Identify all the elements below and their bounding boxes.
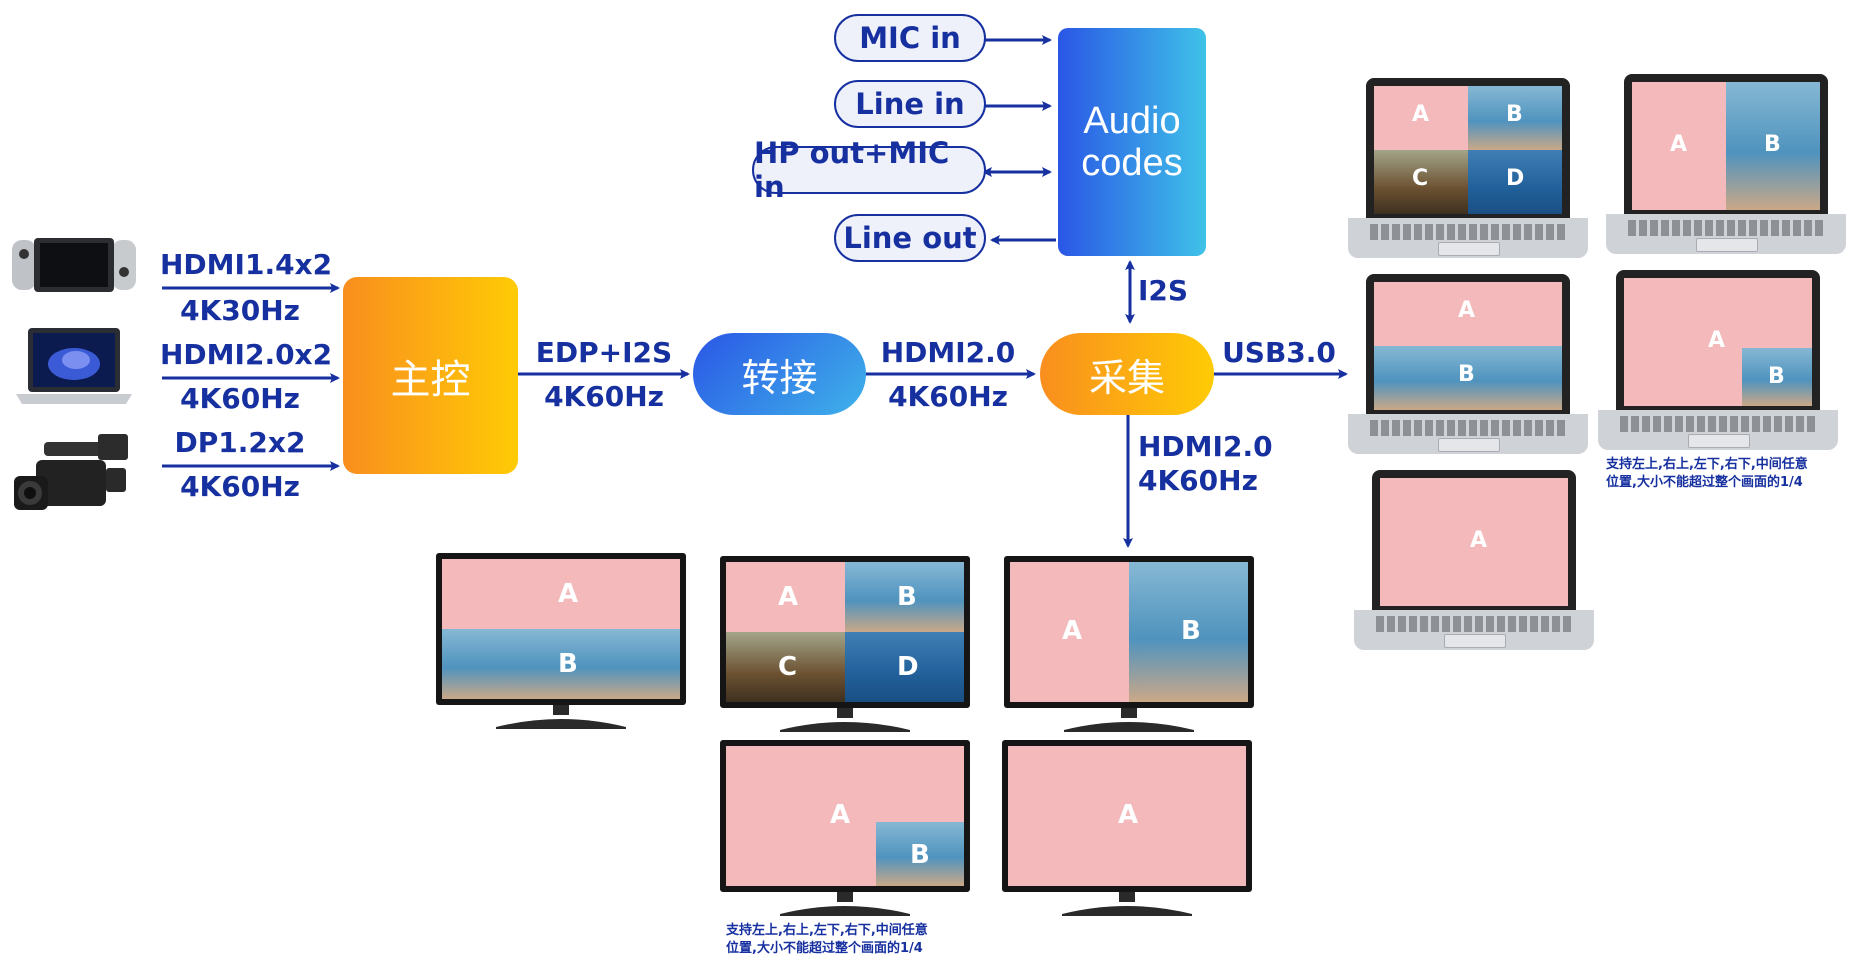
pane-label-d: D bbox=[897, 652, 919, 682]
label-hdmi14-rate: 4K30Hz bbox=[180, 294, 300, 327]
pane-label-c: C bbox=[778, 652, 798, 682]
audio-port-line-in: Line in bbox=[834, 80, 986, 128]
laptop-quad-view: A B C D bbox=[1348, 78, 1588, 260]
pane-label-a: A bbox=[1670, 132, 1688, 157]
block-capture: 采集 bbox=[1040, 333, 1214, 415]
label-hdmi20-rate: 4K60Hz bbox=[180, 382, 300, 415]
pane-label-a: A bbox=[1458, 298, 1476, 323]
note-laptop-line2: 位置,大小不能超过整个画面的1/4 bbox=[1606, 475, 1803, 490]
block-audio-codec: Audio codes bbox=[1058, 28, 1206, 256]
audio-line2: codes bbox=[1081, 142, 1183, 184]
label-dp12-rate: 4K60Hz bbox=[180, 470, 300, 503]
camcorder-icon bbox=[14, 434, 128, 510]
label-edp-rate: 4K60Hz bbox=[544, 380, 664, 413]
pane-label-a: A bbox=[1412, 102, 1430, 127]
monitor-quad-view: A B C D bbox=[720, 556, 970, 734]
label-hdmi-out-type: HDMI2.0 bbox=[1138, 430, 1273, 463]
label-hdmi-bridge-rate: 4K60Hz bbox=[888, 380, 1008, 413]
pane-label-a: A bbox=[830, 800, 851, 830]
audio-port-mic-in: MIC in bbox=[834, 14, 986, 62]
label-i2s: I2S bbox=[1138, 274, 1189, 307]
label-hdmi20-type: HDMI2.0x2 bbox=[160, 338, 333, 371]
pane-label-b: B bbox=[1506, 102, 1523, 127]
monitor-pip: A B bbox=[720, 740, 970, 918]
laptop-icon bbox=[16, 328, 132, 404]
block-bridge: 转接 bbox=[693, 333, 866, 415]
label-hdmi-out-rate: 4K60Hz bbox=[1138, 464, 1258, 497]
audio-port-hp-out: HP out+MIC in bbox=[752, 136, 986, 204]
note-monitor-line1: 支持左上,右上,左下,右下,中间任意 bbox=[726, 923, 928, 938]
pane-label-a: A bbox=[1062, 616, 1083, 646]
monitor-split-top-bottom: A B bbox=[436, 553, 686, 731]
pane-label-b: B bbox=[558, 649, 578, 679]
audio-line1: Audio bbox=[1083, 100, 1181, 142]
pane-label-a: A bbox=[1118, 800, 1139, 830]
label-usb: USB3.0 bbox=[1222, 336, 1336, 369]
pane-label-a: A bbox=[1470, 528, 1488, 553]
pane-label-b: B bbox=[1768, 364, 1785, 389]
monitor-split-left-right: A B bbox=[1004, 556, 1254, 734]
monitor-single: A bbox=[1002, 740, 1252, 918]
label-hdmi14-type: HDMI1.4x2 bbox=[160, 248, 333, 281]
block-capture-label: 采集 bbox=[1088, 357, 1165, 400]
block-bridge-label: 转接 bbox=[741, 357, 818, 400]
note-monitor-line2: 位置,大小不能超过整个画面的1/4 bbox=[726, 941, 923, 956]
block-main-controller: 主控 bbox=[343, 277, 518, 474]
pane-label-a: A bbox=[778, 582, 799, 612]
pane-label-b: B bbox=[1764, 132, 1781, 157]
audio-port-line-out: Line out bbox=[834, 214, 986, 262]
game-console-icon bbox=[12, 238, 136, 292]
pane-label-a: A bbox=[558, 579, 579, 609]
label-dp12-type: DP1.2x2 bbox=[174, 426, 306, 459]
pane-label-c: C bbox=[1412, 166, 1429, 191]
laptop-single: A bbox=[1354, 470, 1594, 652]
pane-label-b: B bbox=[910, 840, 930, 870]
pane-label-b: B bbox=[897, 582, 917, 612]
label-hdmi-bridge-type: HDMI2.0 bbox=[880, 336, 1016, 369]
label-edp-type: EDP+I2S bbox=[535, 336, 673, 369]
pane-label-b: B bbox=[1458, 362, 1475, 387]
note-laptop-line1: 支持左上,右上,左下,右下,中间任意 bbox=[1606, 457, 1808, 472]
block-main-label: 主控 bbox=[390, 357, 471, 402]
laptop-split-left-right: A B bbox=[1606, 74, 1846, 256]
laptop-split-top-bottom: A B bbox=[1348, 274, 1588, 456]
pane-label-a: A bbox=[1708, 328, 1726, 353]
pane-label-b: B bbox=[1181, 616, 1201, 646]
laptop-pip: A B bbox=[1598, 270, 1838, 452]
pane-label-d: D bbox=[1506, 166, 1525, 191]
